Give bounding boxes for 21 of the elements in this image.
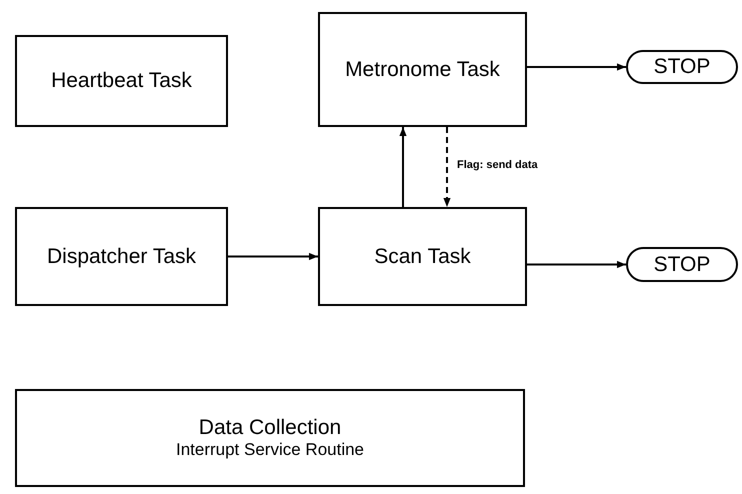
arrow (527, 260, 626, 268)
node-text: Data Collection (198, 414, 342, 440)
arrow (443, 127, 451, 207)
process-box (15, 207, 228, 306)
process-box (15, 389, 525, 487)
node-text: Metronome Task (345, 56, 500, 82)
node-text: Interrupt Service Routine (176, 440, 364, 462)
node-text: STOP (654, 54, 710, 80)
node-text: Heartbeat Task (51, 68, 192, 94)
node-text: STOP (654, 252, 710, 278)
node-text: Dispatcher Task (46, 244, 196, 270)
process-box (318, 207, 527, 306)
node-text: Scan Task (374, 244, 471, 270)
terminator-shape (626, 247, 738, 282)
arrow (527, 63, 626, 71)
terminator-shape (626, 50, 738, 84)
edge-label: Flag: send data (455, 159, 540, 171)
process-box (15, 35, 228, 127)
arrow (399, 127, 407, 207)
process-box (318, 12, 527, 127)
arrow (228, 252, 318, 260)
